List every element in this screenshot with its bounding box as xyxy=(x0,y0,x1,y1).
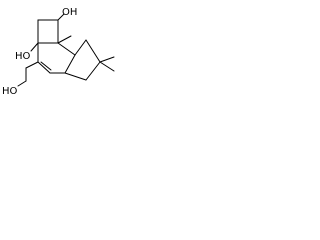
bond xyxy=(57,42,76,56)
bond xyxy=(85,61,101,81)
bond xyxy=(57,13,65,21)
bond xyxy=(64,72,87,81)
bond xyxy=(85,39,101,63)
hydroxyl-label-bottom: HO xyxy=(2,86,18,97)
bond xyxy=(57,35,72,44)
hydroxyl-label-top: OH xyxy=(62,7,77,18)
bond xyxy=(17,80,27,87)
bond xyxy=(99,61,115,72)
bond xyxy=(25,61,39,69)
bond xyxy=(64,54,76,74)
bond xyxy=(74,39,87,56)
bond xyxy=(37,61,51,74)
bond xyxy=(99,56,115,63)
bond xyxy=(30,42,39,52)
hydroxyl-label-left: HO xyxy=(15,51,31,62)
molecule-structure-diagram: OH HO HO xyxy=(2,7,115,97)
bond xyxy=(40,61,52,71)
